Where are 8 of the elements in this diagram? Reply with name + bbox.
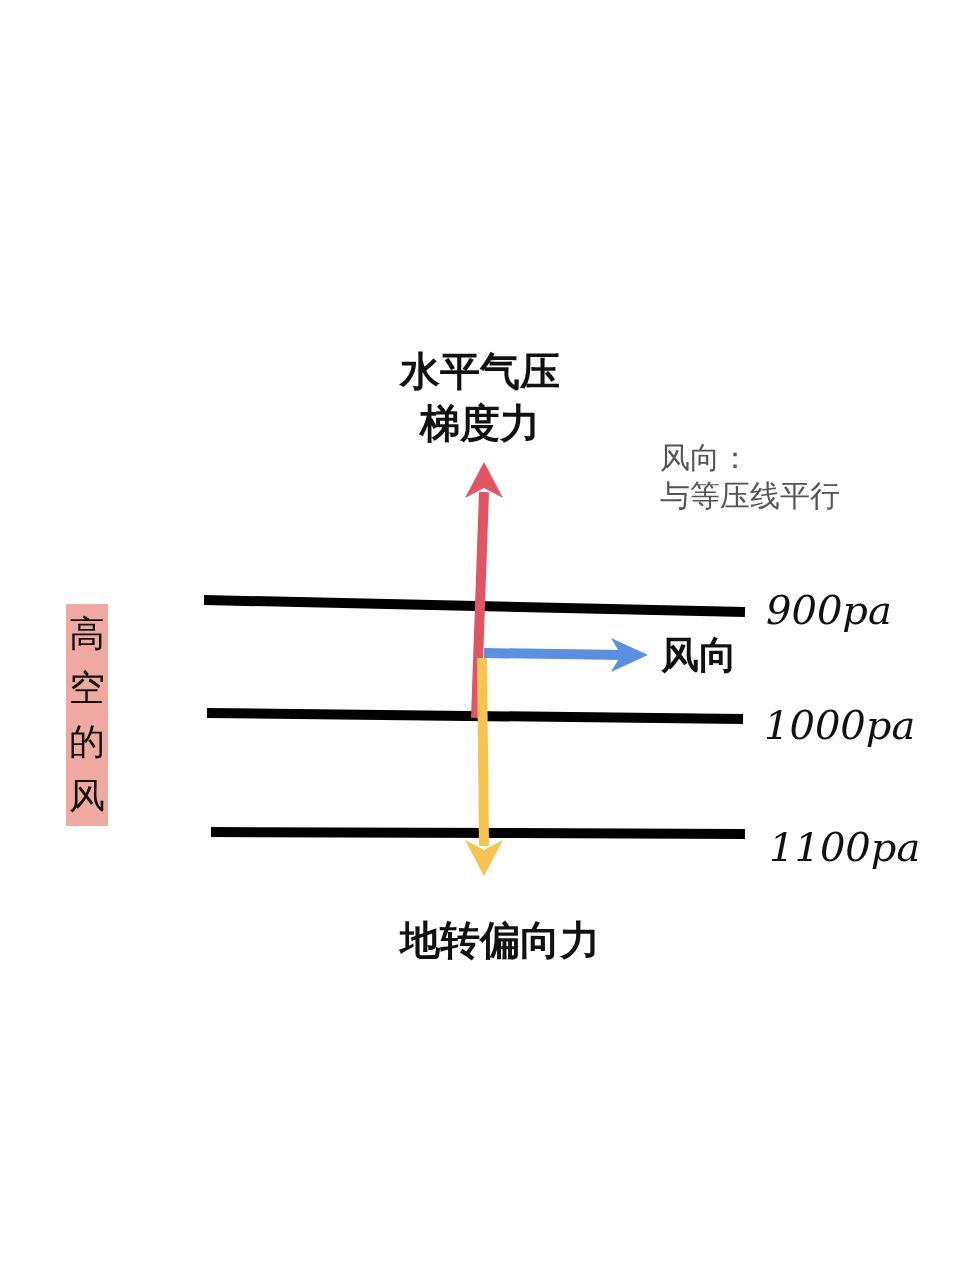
isobar-label: 900pa <box>766 586 892 634</box>
force-label: 地转偏向力 <box>400 916 600 965</box>
arrow-label: 风向 <box>661 632 737 678</box>
isobar-label: 1000pa <box>764 701 916 749</box>
force-label: 水平气压梯度力 <box>398 347 561 448</box>
title-banner: 高空的风 <box>66 604 108 826</box>
isobar-label: 1100pa <box>769 823 921 871</box>
note-text: 风向：与等压线平行 <box>660 439 841 515</box>
